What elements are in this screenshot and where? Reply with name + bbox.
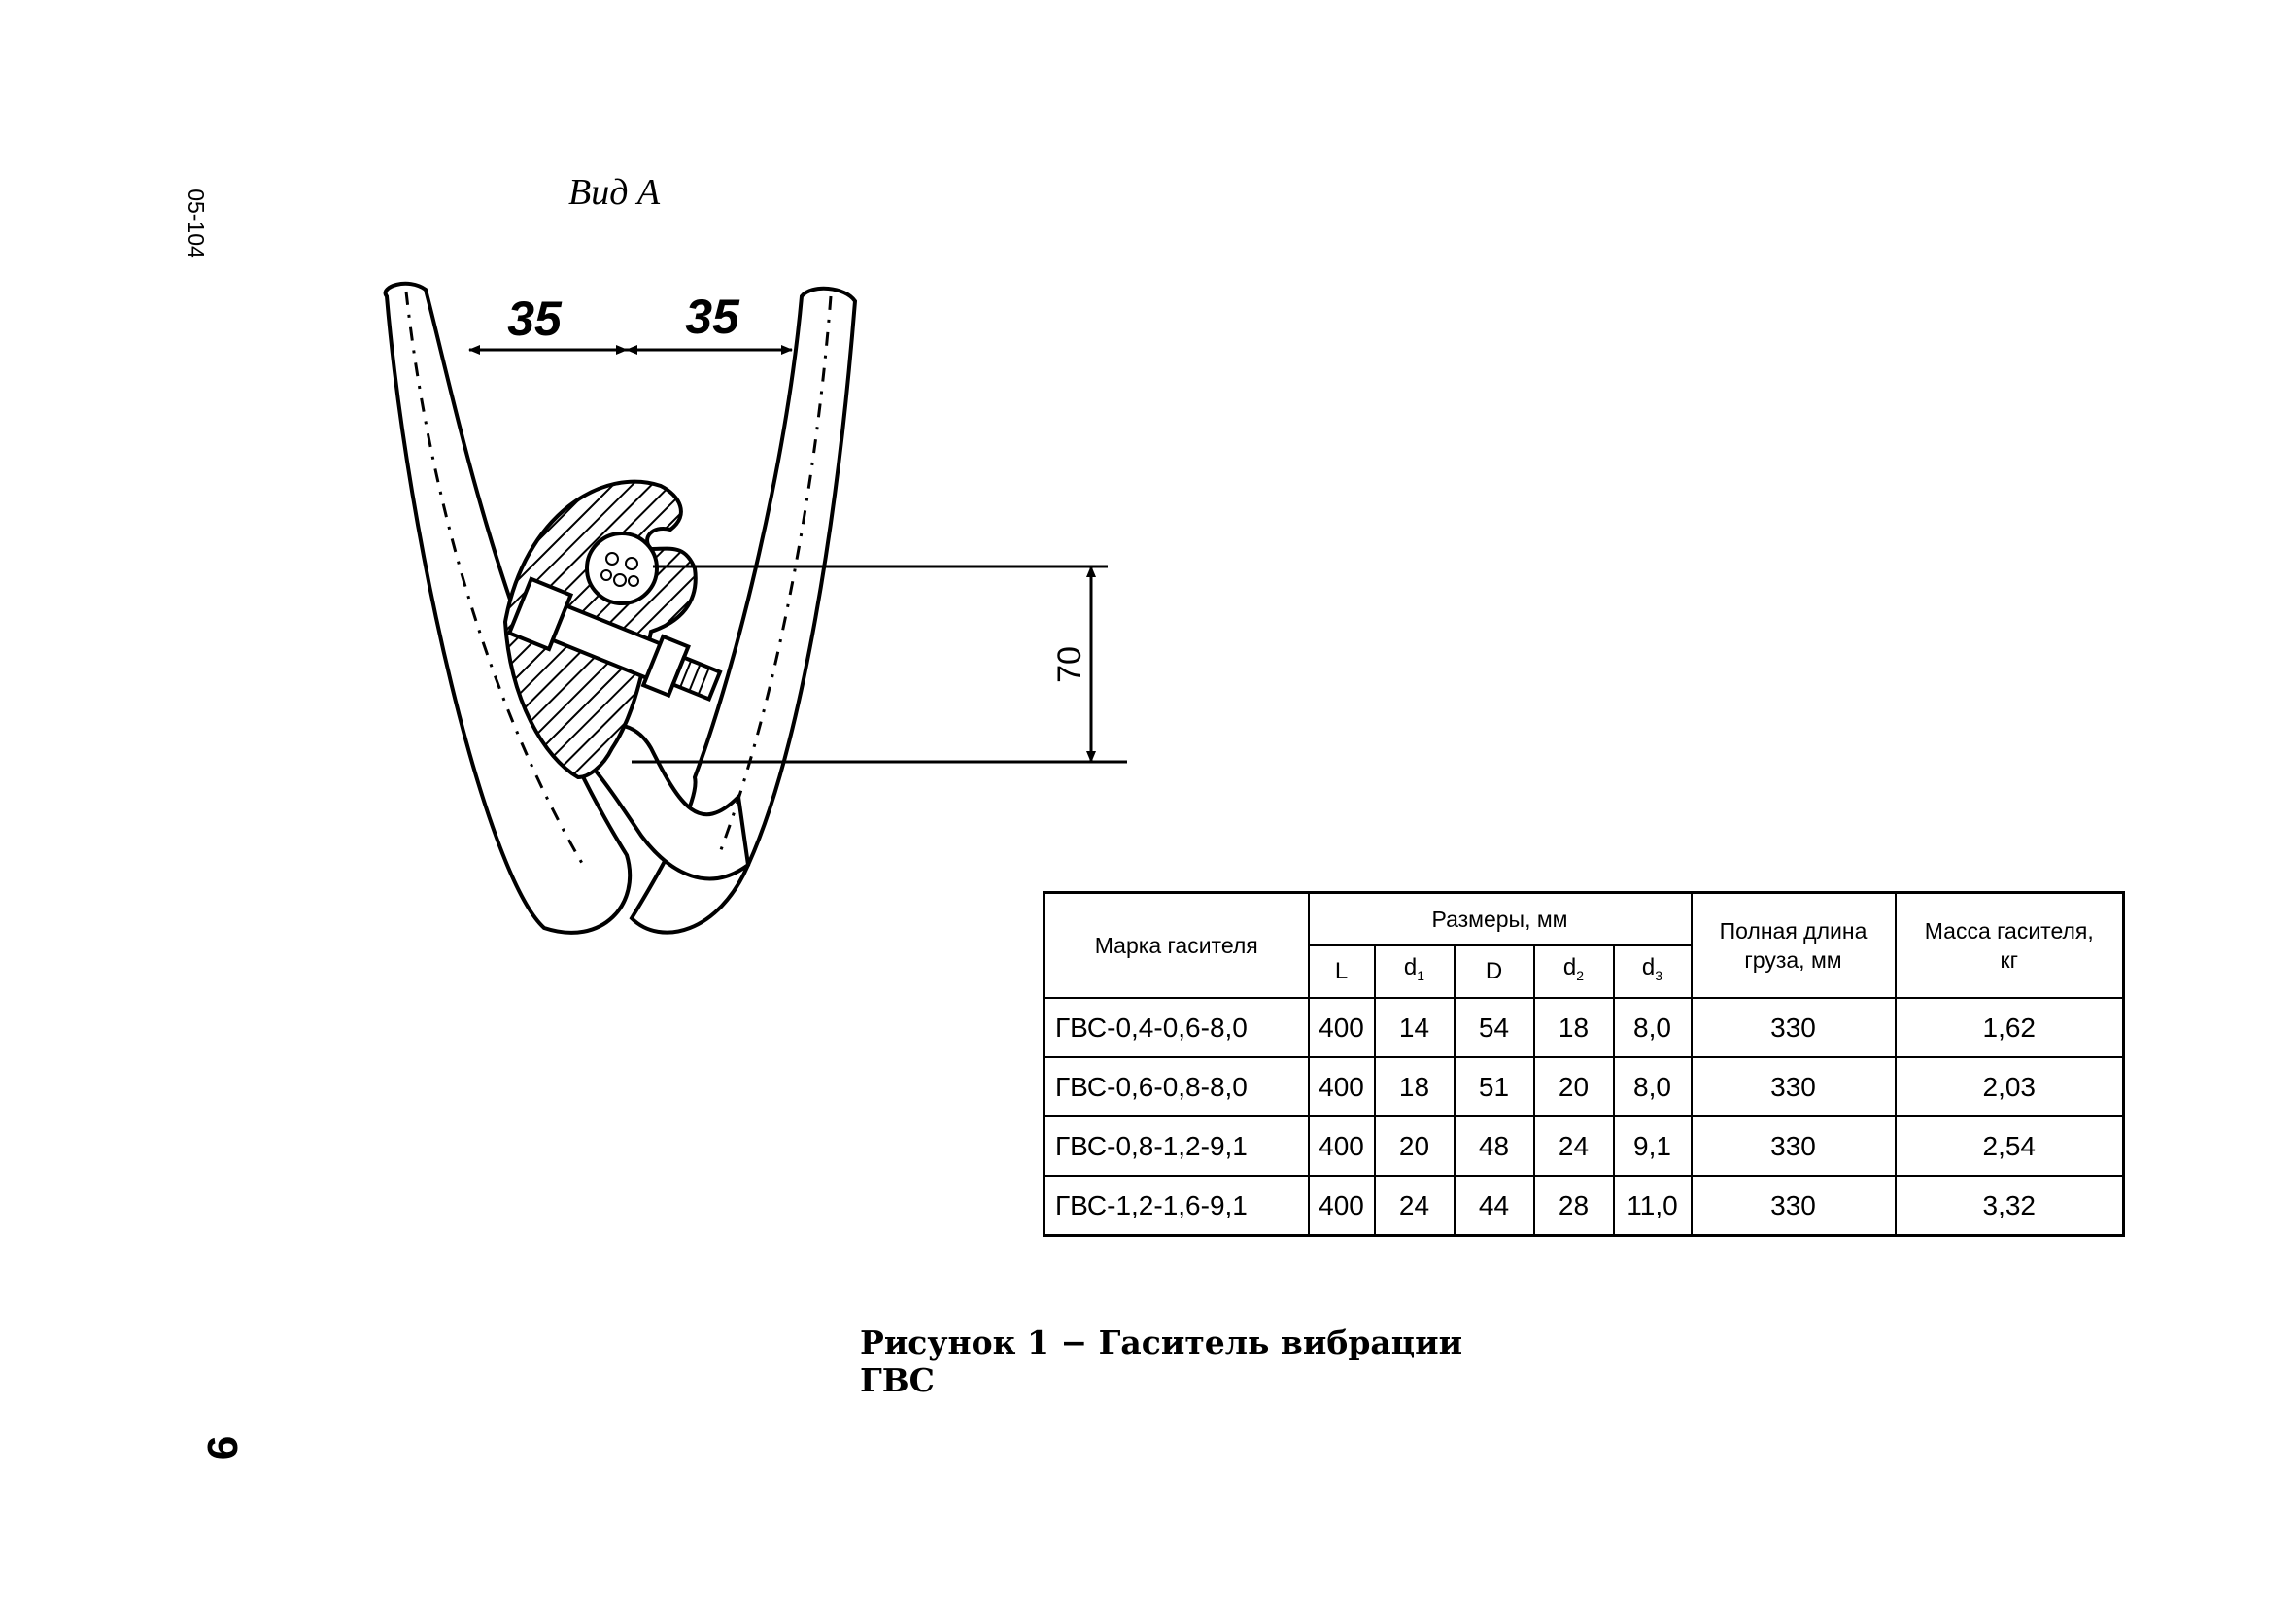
left-centerline [404,291,585,866]
cell-length: 330 [1690,1115,1897,1177]
cell-length: 330 [1690,1056,1897,1117]
cell-mass: 3,32 [1894,1175,2125,1237]
dimension-right-value: 35 [685,290,740,344]
cell-L: 400 [1307,1175,1376,1237]
view-label: Вид А [568,172,661,213]
header-D: D [1453,944,1535,999]
header-d1: d1 [1373,944,1456,999]
header-mark: Марка гасителя [1043,891,1310,999]
cell-d1: 20 [1373,1115,1456,1177]
header-dimensions: Размеры, мм [1307,891,1693,946]
cell-D: 54 [1453,997,1535,1058]
spec-table: Марка гасителя Размеры, мм Полная длина … [1043,891,2125,1237]
table-row: ГВС-0,8-1,2-9,1 400 20 48 24 9,1 330 2,5… [1043,1115,2125,1177]
cell-d2: 28 [1532,1175,1615,1237]
cell-mass: 1,62 [1894,997,2125,1058]
cell-d1: 14 [1373,997,1456,1058]
cell-d3: 11,0 [1612,1175,1693,1237]
bolt [506,576,723,703]
figure-caption: Рисунок 1 − Гаситель вибрации ГВС [860,1323,1463,1399]
cell-d2: 20 [1532,1056,1615,1117]
dimension-vertical-value: 70 [1051,646,1088,683]
cell-length: 330 [1690,1175,1897,1237]
right-wire-arm [629,286,858,935]
cell-mark: ГВС-0,8-1,2-9,1 [1043,1115,1310,1177]
table-row: ГВС-0,6-0,8-8,0 400 18 51 20 8,0 330 2,0… [1043,1056,2125,1117]
right-centerline [717,295,833,856]
cell-mass: 2,03 [1894,1056,2125,1117]
header-length: Полная длина груза, мм [1690,891,1897,999]
cell-d3: 8,0 [1612,997,1693,1058]
cell-mass: 2,54 [1894,1115,2125,1177]
header-d2: d2 [1532,944,1615,999]
cell-mark: ГВС-1,2-1,6-9,1 [1043,1175,1310,1237]
cell-length: 330 [1690,997,1897,1058]
cell-L: 400 [1307,997,1376,1058]
header-L: L [1307,944,1376,999]
cell-mark: ГВС-0,6-0,8-8,0 [1043,1056,1310,1117]
cell-D: 51 [1453,1056,1535,1117]
cell-L: 400 [1307,1056,1376,1117]
cell-d3: 8,0 [1612,1056,1693,1117]
cell-mark: ГВС-0,4-0,6-8,0 [1043,997,1310,1058]
cell-d1: 24 [1373,1175,1456,1237]
cell-d2: 24 [1532,1115,1615,1177]
dimension-left-value: 35 [507,292,563,346]
cell-d1: 18 [1373,1056,1456,1117]
wire-loop [580,723,751,881]
cell-D: 48 [1453,1115,1535,1177]
header-mass: Масса гасителя, кг [1894,891,2125,999]
cell-D: 44 [1453,1175,1535,1237]
table-row: ГВС-0,4-0,6-8,0 400 14 54 18 8,0 330 1,6… [1043,997,2125,1058]
cell-d3: 9,1 [1612,1115,1693,1177]
cell-d2: 18 [1532,997,1615,1058]
conductor-section [585,532,659,605]
table-row: ГВС-1,2-1,6-9,1 400 24 44 28 11,0 330 3,… [1043,1175,2125,1237]
cell-L: 400 [1307,1115,1376,1177]
header-d3: d3 [1612,944,1693,999]
